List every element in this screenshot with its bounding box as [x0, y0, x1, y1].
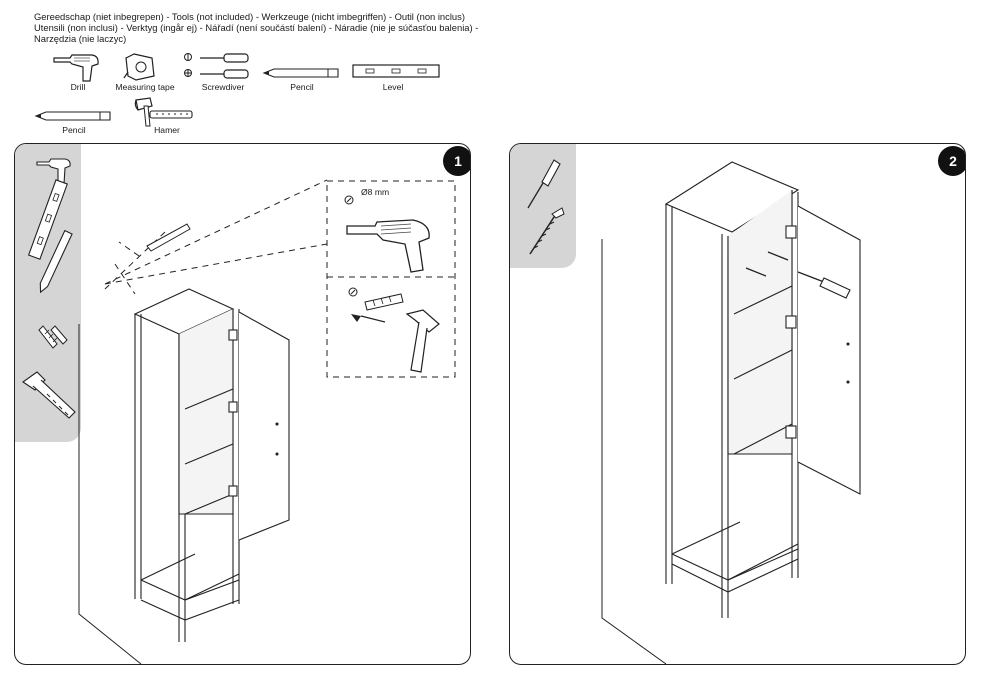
screwdriver-icon: [184, 53, 249, 79]
step-2-badge: 2: [938, 146, 965, 176]
step-1-tools-sidebar: [15, 144, 81, 442]
pencil-icon: [34, 111, 111, 121]
header-line-3: Narzędzia (nie laczyc): [34, 33, 127, 44]
drill-icon: [22, 158, 76, 419]
tool-pencil-1: [262, 68, 340, 78]
measuring-tape-icon: [123, 53, 155, 81]
step-1-illustration: [78, 179, 456, 664]
tool-measuring-tape: [123, 50, 158, 82]
tool-pencil-2: [34, 111, 112, 121]
step-1-badge: 1: [443, 146, 470, 176]
header-line-1: Gereedschap (niet inbegrepen) - Tools (n…: [34, 11, 465, 22]
tool-label-measuring-tape: Measuring tape: [115, 82, 175, 92]
step-1-panel: 1: [14, 143, 471, 665]
tools-header: Gereedschap (niet inbegrepen) - Tools (n…: [34, 11, 634, 44]
pencil-icon: [262, 68, 339, 78]
tool-label-hammer: Hamer: [154, 125, 180, 135]
tool-label-pencil-2: Pencil: [62, 125, 86, 135]
tool-label-drill: Drill: [70, 82, 86, 92]
drill-size-label: Ø8 mm: [361, 187, 390, 197]
tool-hammer: [134, 96, 194, 128]
level-icon: [352, 64, 440, 78]
tool-level: [352, 64, 440, 78]
hammer-icon: [134, 97, 193, 127]
tool-drill: [52, 50, 102, 84]
step-2-illustration: [601, 161, 861, 664]
screwdriver-icon: [527, 159, 565, 255]
tool-label-level: Level: [382, 82, 404, 92]
tool-screwdriver: [182, 50, 254, 82]
tool-label-screwdriver: Screwdiver: [201, 82, 245, 92]
step-2-panel: 2: [509, 143, 966, 665]
header-line-2: Utensili (non inclusi) - Verktyg (ingår …: [34, 22, 479, 33]
drill-icon: [53, 54, 99, 82]
tool-label-pencil-1: Pencil: [290, 82, 314, 92]
step-2-tools-sidebar: [510, 144, 576, 268]
